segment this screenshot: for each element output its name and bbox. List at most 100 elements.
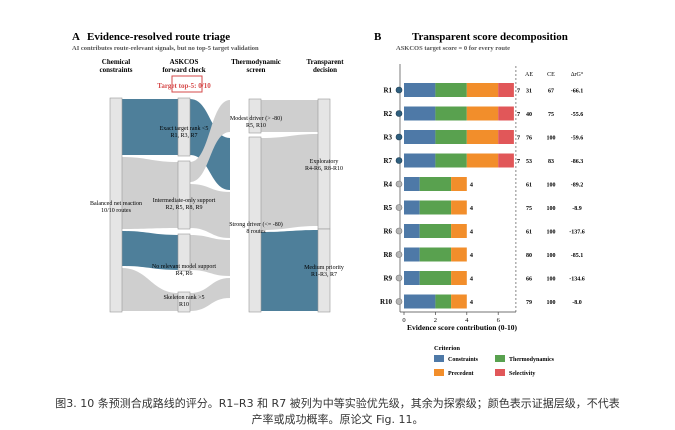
bar-segment [404, 294, 436, 309]
x-axis-ticks: 0 2 4 6 [402, 312, 501, 324]
bar-segment [498, 130, 514, 144]
route-label: R5 [383, 204, 392, 212]
bar-segment [498, 83, 514, 97]
legend-label-thermodynamics: Thermodynamics [509, 357, 555, 363]
bar-total-label: 7 [517, 158, 521, 165]
bar-segment [451, 177, 467, 191]
table-cell: 100 [547, 253, 556, 259]
bar-segment [451, 271, 467, 285]
flow-balanced-to-no-support [122, 231, 178, 270]
x-tick-label: 4 [465, 317, 469, 324]
table-cell: 80 [526, 253, 532, 259]
bar-segment [435, 130, 467, 144]
bar-segment [404, 224, 420, 238]
node-modest [248, 98, 262, 134]
legend-swatch-constraints [434, 355, 444, 362]
table-cell: 100 [547, 183, 556, 189]
table-cell: 40 [526, 112, 532, 118]
bar-segment [451, 224, 467, 238]
node-medium [317, 228, 331, 313]
flow-strong-to-exploratory [261, 134, 318, 230]
bar-total-label: 7 [517, 88, 521, 95]
bar-segment [404, 200, 420, 215]
bar-segment [466, 83, 499, 97]
table-cell: 61 [526, 183, 532, 189]
table-cell: -86.3 [571, 159, 584, 165]
table-cell: 100 [547, 277, 556, 283]
priority-dot [395, 86, 403, 94]
bar-segment [466, 130, 499, 144]
bar-segment [466, 106, 499, 121]
figure-canvas: A Evidence-resolved route triage AI cont… [72, 31, 585, 377]
x-tick-label: 0 [402, 317, 405, 324]
legend-label-selectivity: Selectivity [509, 371, 535, 377]
panel-a: A Evidence-resolved route triage AI cont… [72, 31, 344, 313]
caption-line-2: 产率或成功概率。原论文 Fig. 11。 [251, 413, 424, 426]
bar-total-label: 7 [517, 135, 521, 142]
table-header-ae: AE [525, 72, 533, 78]
table-cell: -66.1 [571, 89, 584, 95]
node-skeleton [177, 291, 191, 313]
table-cell: 53 [526, 159, 532, 165]
bar-segment [435, 83, 467, 97]
table-cell: 100 [547, 136, 556, 142]
route-label: R6 [383, 228, 392, 236]
bar-total-label: 4 [470, 182, 474, 189]
bar-total-label: 4 [470, 252, 474, 259]
bar-segment [419, 247, 452, 262]
table-cell: 100 [547, 230, 556, 236]
panel-a-title: Evidence-resolved route triage [87, 31, 230, 43]
legend-label-precedent: Precedent [448, 371, 474, 377]
priority-dot [395, 204, 403, 211]
panel-b-subtitle: ASKCOS target score = 0 for every route [396, 45, 510, 52]
bar-segment [435, 294, 452, 309]
table-cell: 83 [548, 159, 554, 165]
bar-segment [404, 106, 436, 121]
target-top5-annotation: Target top-5: 0/10 [157, 82, 211, 90]
panel-b: B Transparent score decomposition ASKCOS… [374, 31, 585, 377]
x-tick-label: 6 [497, 317, 501, 324]
x-tick-label: 2 [434, 317, 437, 324]
node-no-support [177, 233, 191, 272]
table-cell: 100 [547, 206, 556, 212]
legend-label-constraints: Constraints [448, 357, 479, 363]
priority-dot [395, 133, 403, 141]
priority-dot [395, 298, 403, 305]
priority-dot [395, 157, 403, 164]
bar-total-label: 4 [470, 205, 474, 212]
panel-a-subtitle: AI contributes route-relevant signals, b… [72, 45, 259, 52]
flow-intermediate-to-modest [190, 100, 230, 182]
priority-dot [395, 110, 403, 117]
route-label: R10 [380, 298, 393, 306]
flow-strong-to-medium [261, 230, 318, 311]
legend-swatch-thermodynamics [495, 355, 505, 362]
table-cell: 75 [548, 112, 554, 118]
panel-a-label: A [72, 31, 80, 43]
legend-title: Criterion [434, 345, 460, 352]
table-cell: -8.0 [572, 300, 582, 306]
route-label: R4 [383, 181, 392, 189]
bar-segment [404, 83, 436, 97]
bar-segment [435, 153, 467, 168]
table-cell: -134.6 [569, 277, 585, 283]
bar-segment [404, 271, 420, 285]
node-label-strong: Strong driver (<= -80)8 routes [229, 221, 283, 235]
priority-dot [395, 274, 403, 282]
table-header-ce: CE [547, 72, 555, 78]
table-cell: -85.1 [571, 253, 584, 259]
bar-segment [451, 294, 467, 309]
priority-dots [395, 86, 403, 305]
bar-segment [451, 247, 467, 262]
table-cell: -89.2 [571, 183, 584, 189]
bar-total-label: 4 [470, 299, 474, 306]
route-label: R1 [383, 87, 392, 95]
